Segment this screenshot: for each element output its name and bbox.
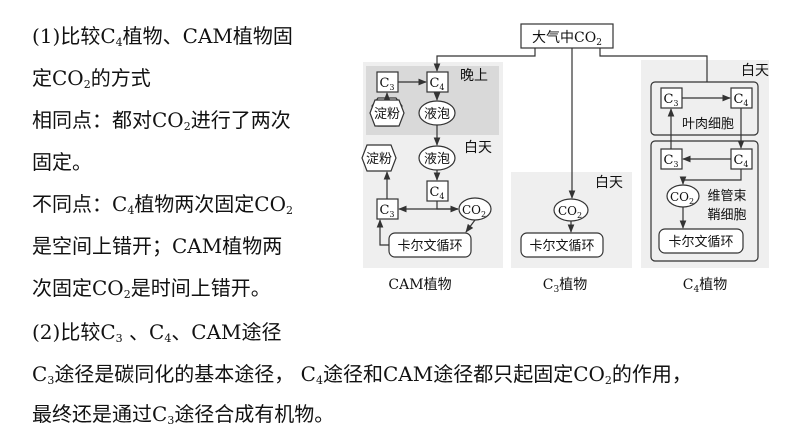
c4-calvin-cycle-box (658, 228, 744, 254)
atmosphere-co2-box (520, 23, 614, 49)
text-line-8: (2)比较C3 、C4、CAM途径 (32, 320, 282, 345)
cam-day-starch-shape (361, 144, 397, 172)
atmosphere-co2-label: 大气中CO2 (532, 30, 602, 48)
cam-co2-label: CO2 (462, 203, 486, 219)
text-line-3: 相同点：都对CO2进行了两次 (32, 108, 291, 133)
cam-day-vacuole-label: 液泡 (424, 152, 450, 167)
text-line-9: C3途径是碳同化的基本途径， C4途径和CAM途径都只起固定CO2的作用， (32, 362, 692, 387)
cam-night-starch-shape (369, 99, 405, 127)
cam-day-starch-label: 淀粉 (366, 152, 392, 167)
c3-calvin-cycle-box (520, 232, 604, 258)
cam-night-c4-label: C4 (429, 76, 444, 92)
text-line-4: 固定。 (32, 150, 92, 174)
text-line-5: 不同点：C4植物两次固定CO2 (32, 192, 294, 217)
c4-mesophyll-c3-label: C3 (663, 92, 678, 108)
cam-night-starch-label: 淀粉 (374, 107, 400, 122)
c4-day-label: 白天 (741, 63, 769, 79)
c4-bundle-label-1: 维管束 (707, 189, 746, 204)
c3-day-label: 白天 (595, 175, 623, 191)
cam-calvin-cycle-label: 卡尔文循环 (397, 239, 462, 254)
cam-night-c3-label: C3 (379, 76, 394, 92)
cam-day-c3-label: C3 (379, 203, 394, 219)
c4-sheath-c3-label: C3 (663, 153, 678, 169)
c4-bundle-label-2: 鞘细胞 (707, 208, 746, 223)
c4-mesophyll-c4-label: C4 (733, 92, 748, 108)
cam-day-label: 白天 (464, 140, 492, 156)
cam-night-label: 晚上 (460, 68, 488, 84)
c4-plant-label: C4植物 (683, 277, 727, 295)
c3-plant-label: C3植物 (543, 277, 587, 295)
c3-calvin-cycle-label: 卡尔文循环 (529, 239, 594, 254)
text-line-10: 最终还是通过C3途径合成有机物。 (32, 402, 335, 427)
c4-arrows (667, 94, 745, 229)
cam-day-c4-label: C4 (429, 185, 444, 201)
text-line-7: 次固定CO2是时间上错开。 (32, 276, 271, 301)
c4-sheath-c4-label: C4 (733, 153, 748, 169)
text-line-2: 定CO2的方式 (32, 66, 151, 91)
cam-arrows (376, 78, 476, 246)
c3-co2-label: CO2 (558, 204, 582, 220)
text-line-1: (1)比较C4植物、CAM植物固 (32, 24, 293, 49)
cam-night-vacuole-label: 液泡 (424, 107, 450, 122)
c4-mesophyll-label: 叶肉细胞 (682, 117, 734, 132)
text-line-6: 是空间上错开；CAM植物两 (32, 234, 283, 258)
c4-co2-label: CO2 (670, 190, 694, 206)
c4-calvin-cycle-label: 卡尔文循环 (668, 235, 733, 250)
cam-plant-label: CAM植物 (388, 277, 451, 293)
